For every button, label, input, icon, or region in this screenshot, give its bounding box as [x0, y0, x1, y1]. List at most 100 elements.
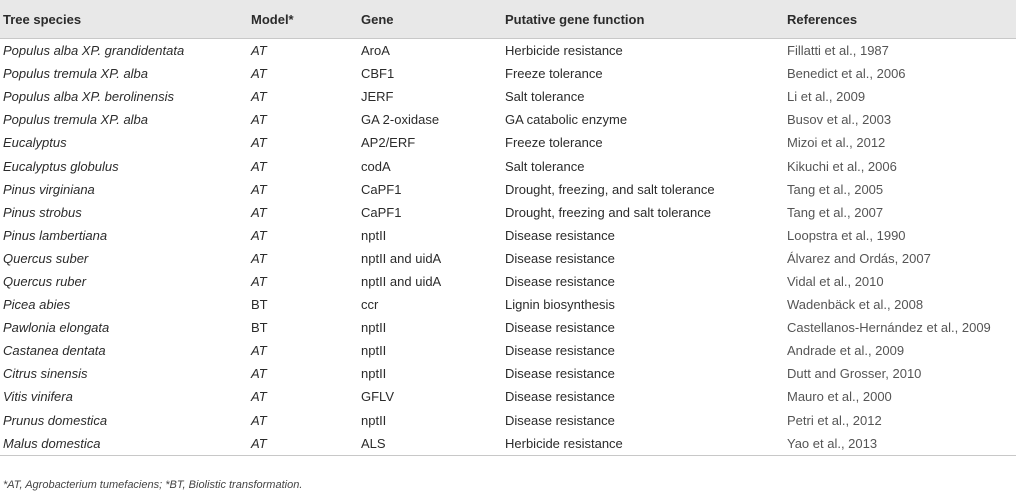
model-cell: AT — [251, 158, 267, 174]
model-cell: AT — [248, 431, 358, 456]
header-gene: Gene — [358, 0, 502, 39]
species-cell: Picea abies — [3, 297, 71, 313]
gene-cell: nptII — [361, 320, 387, 336]
model-cell: AT — [251, 204, 267, 220]
table-row: Pawlonia elongata BT nptII Disease resistan… — [0, 316, 1016, 339]
gene-cell: CBF1 — [361, 66, 395, 82]
table-row: Quercus ruber AT nptII and uidA Disease res… — [0, 270, 1016, 293]
gene-cell: GA 2-oxidase — [361, 112, 440, 128]
reference-cell: Castellanos-Hernández et al., 2009 — [787, 320, 991, 336]
function-cell: Disease resistance — [505, 227, 615, 243]
model-cell: AT — [251, 66, 267, 82]
species-cell: Pinus strobus — [3, 204, 82, 220]
species-cell: Quercus ruber — [3, 273, 87, 289]
model-cell: AT — [251, 43, 267, 59]
function-cell: Freeze tolerance — [505, 135, 603, 151]
reference-cell: Vidal et al., 2010 — [787, 273, 884, 289]
function-cell: Disease resistance — [505, 412, 615, 428]
function-cell: Herbicide resistance — [505, 43, 623, 59]
reference-cell: Dutt and Grosser, 2010 — [787, 366, 922, 382]
table-row: Pinus lambertiana AT nptII Disease resistan… — [0, 224, 1016, 247]
gene-cell: nptII — [361, 343, 387, 359]
function-cell: Disease resistance — [505, 366, 615, 382]
function-cell: Salt tolerance — [505, 89, 585, 105]
species-cell: Pinus virginiana — [3, 181, 95, 197]
gene-cell: nptII — [361, 227, 387, 243]
species-cell: Castanea dentata — [3, 343, 106, 359]
model-cell: AT — [251, 389, 267, 405]
table-footnote: *AT, Agrobacterium tumefaciens; *BT, Bio… — [3, 479, 303, 491]
species-cell: Prunus domestica — [3, 412, 108, 428]
model-cell: AT — [251, 135, 267, 151]
reference-cell: Andrade et al., 2009 — [787, 343, 905, 359]
species-cell: Vitis vinifera — [3, 389, 73, 405]
model-cell: AT — [251, 273, 267, 289]
model-cell: AT — [251, 112, 267, 128]
reference-cell: Kikuchi et al., 2006 — [787, 158, 897, 174]
species-gene-table: Tree species Model* Gene Putative gene f… — [0, 0, 1016, 456]
gene-cell: nptII — [361, 412, 387, 428]
model-cell: BT — [251, 320, 268, 336]
reference-cell: Fillatti et al., 1987 — [787, 43, 889, 59]
gene-cell: AP2/ERF — [361, 135, 416, 151]
gene-cell: CaPF1 — [361, 204, 402, 220]
function-cell: Lignin biosynthesis — [505, 297, 615, 313]
species-cell: Pinus lambertiana — [3, 227, 108, 243]
function-cell: Disease resistance — [505, 320, 615, 336]
table-row: Vitis vinifera AT GFLV Disease resistance Ma… — [0, 385, 1016, 408]
species-cell: Populus tremula XP. alba — [3, 66, 149, 82]
header-row: Tree species Model* Gene Putative gene f… — [0, 0, 1016, 39]
species-cell: Citrus sinensis — [3, 366, 88, 382]
header-gene-function: Putative gene function — [502, 0, 784, 39]
species-cell: Populus tremula XP. alba — [3, 112, 149, 128]
model-cell: AT — [251, 89, 267, 105]
header-references: References — [784, 0, 1016, 39]
gene-cell: ALS — [358, 431, 502, 456]
reference-cell: Busov et al., 2003 — [787, 112, 892, 128]
table-header: Tree species Model* Gene Putative gene f… — [0, 0, 1016, 39]
reference-cell: Benedict et al., 2006 — [787, 66, 906, 82]
function-cell: Disease resistance — [505, 343, 615, 359]
species-cell: Pawlonia elongata — [3, 320, 110, 336]
function-cell: Salt tolerance — [505, 158, 585, 174]
function-cell: GA catabolic enzyme — [505, 112, 628, 128]
function-cell: Herbicide resistance — [502, 431, 784, 456]
reference-cell: Mauro et al., 2000 — [787, 389, 892, 405]
reference-cell: Tang et al., 2005 — [787, 181, 884, 197]
model-cell: BT — [251, 297, 268, 313]
gene-cell: ccr — [361, 297, 379, 313]
gene-cell: nptII — [361, 366, 387, 382]
reference-cell: Mizoi et al., 2012 — [787, 135, 886, 151]
reference-cell: Yao et al., 2013 — [784, 431, 1016, 456]
gene-cell: GFLV — [361, 389, 394, 405]
reference-cell: Li et al., 2009 — [787, 89, 866, 105]
function-cell: Disease resistance — [505, 273, 615, 289]
function-cell: Drought, freezing and salt tolerance — [505, 204, 711, 220]
model-cell: AT — [251, 366, 267, 382]
species-cell: Malus domestica — [0, 431, 248, 456]
table-row: Citrus sinensis AT nptII Disease resistance… — [0, 362, 1016, 385]
header-model: Model* — [248, 0, 358, 39]
function-cell: Disease resistance — [505, 389, 615, 405]
reference-cell: Loopstra et al., 1990 — [787, 227, 906, 243]
species-cell: Eucalyptus globulus — [3, 158, 119, 174]
model-cell: AT — [251, 227, 267, 243]
table-row: Populus tremula XP. alba AT GA 2-oxidase GA… — [0, 108, 1016, 131]
function-cell: Drought, freezing, and salt tolerance — [505, 181, 715, 197]
gene-cell: nptII and uidA — [361, 273, 442, 289]
function-cell: Disease resistance — [505, 250, 615, 266]
table-row: Pinus strobus AT CaPF1 Drought, freezing an… — [0, 201, 1016, 224]
reference-cell: Álvarez and Ordás, 2007 — [787, 250, 931, 266]
gene-cell: CaPF1 — [361, 181, 402, 197]
